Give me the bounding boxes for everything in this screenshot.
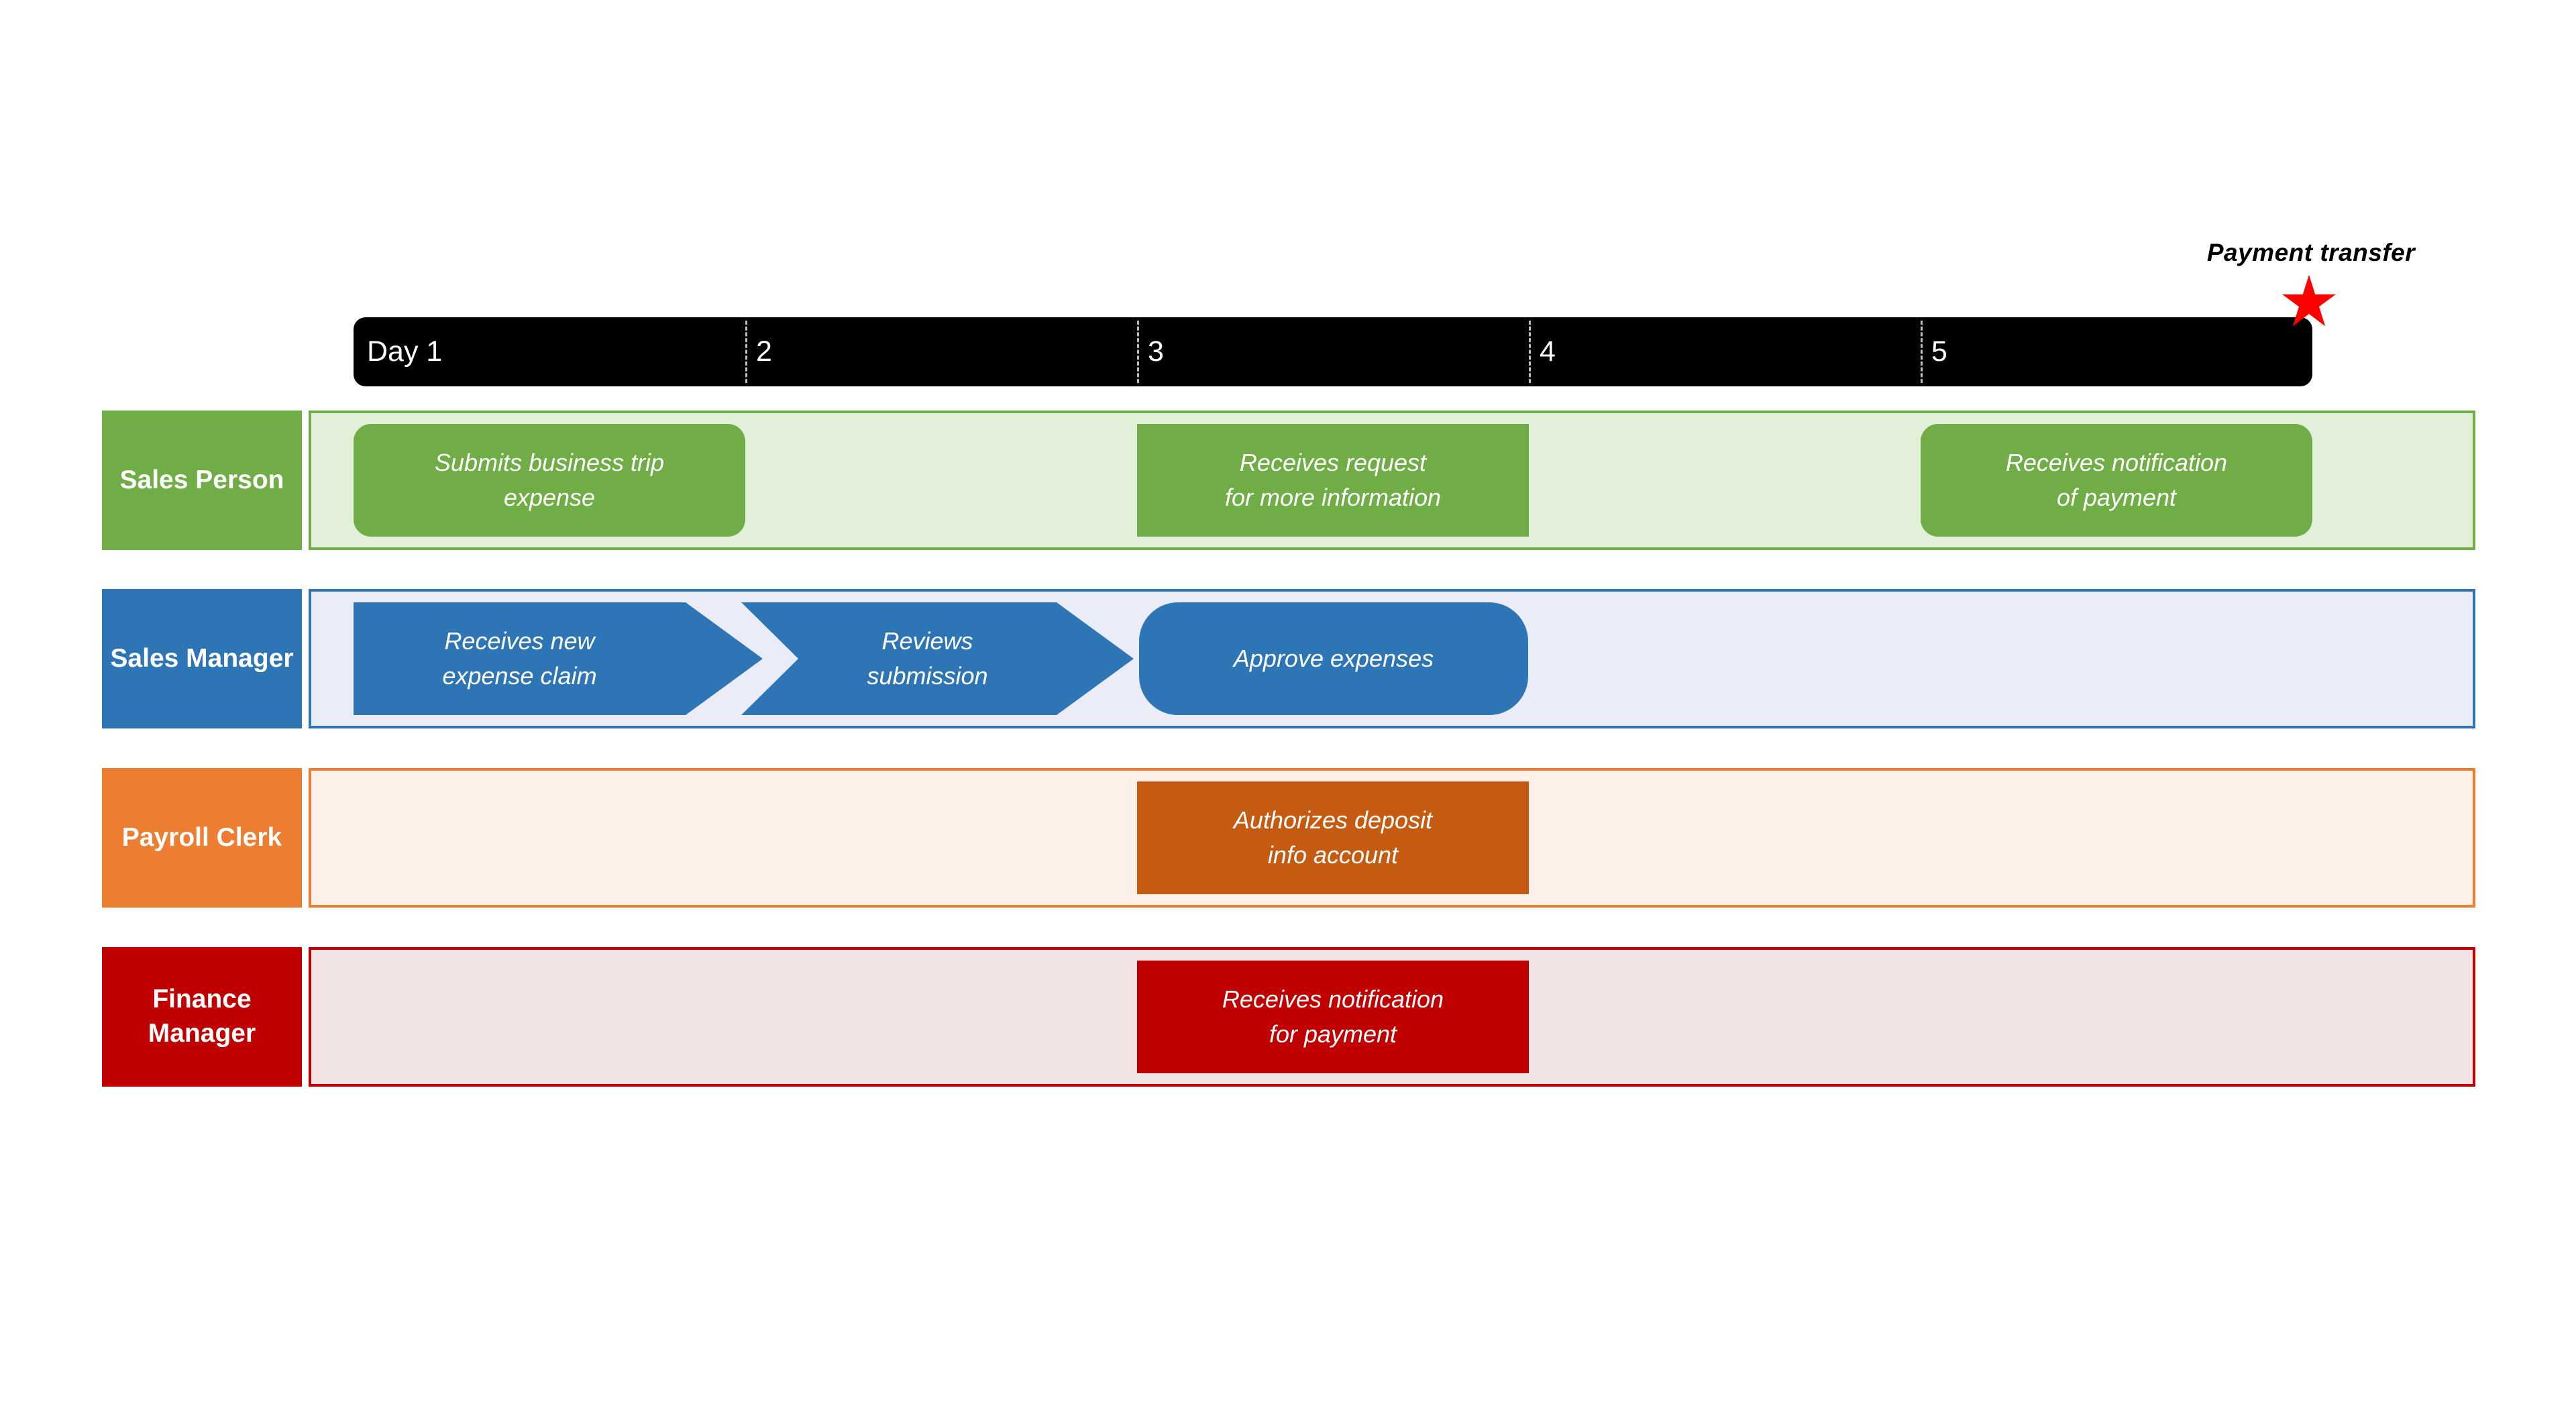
task-submits-business-trip-expense: Submits business trip expense bbox=[354, 424, 745, 537]
task-receives-new-expense-claim: Receives new expense claim bbox=[354, 602, 763, 715]
day-tick bbox=[1921, 321, 1923, 383]
swimlane-sales-manager: Sales Manager Receives new expense claim R… bbox=[102, 589, 2475, 728]
task-text: Reviews submission bbox=[867, 627, 988, 690]
task-text: Receives notification of payment bbox=[2005, 448, 2228, 511]
task-approve-expenses: Approve expenses bbox=[1139, 602, 1528, 715]
task-text: Authorizes deposit info account bbox=[1233, 806, 1433, 869]
payment-transfer-label: Payment transfer bbox=[2206, 239, 2416, 266]
lane-label-sales-person: Sales Person bbox=[102, 411, 302, 550]
task-receives-notification-for-payment: Receives notification for payment bbox=[1137, 961, 1529, 1073]
lane-label-finance-manager: Finance Manager bbox=[102, 947, 302, 1087]
day-1-label: Day 1 bbox=[367, 335, 443, 368]
day-tick-label: 4 bbox=[1540, 335, 1556, 368]
day-tick bbox=[1529, 321, 1531, 383]
task-text: Approve expenses bbox=[1233, 644, 1434, 672]
task-receives-notification-of-payment: Receives notification of payment bbox=[1921, 424, 2312, 537]
payment-transfer-star-icon bbox=[2282, 274, 2336, 327]
lane-label-payroll-clerk: Payroll Clerk bbox=[102, 768, 302, 908]
day-tick-label: 2 bbox=[756, 335, 772, 368]
task-text: Receives request for more information bbox=[1224, 448, 1442, 511]
swimlane-sales-person: Sales Person Submits business trip expens… bbox=[102, 411, 2475, 550]
task-text: Submits business trip expense bbox=[434, 448, 665, 511]
task-authorizes-deposit-info-account: Authorizes deposit info account bbox=[1137, 781, 1529, 894]
task-text: Receives notification for payment bbox=[1222, 985, 1444, 1048]
task-reviews-submission: Reviews submission bbox=[741, 602, 1134, 715]
swimlane-payroll-clerk: Payroll Clerk Authorizes deposit info acc… bbox=[102, 768, 2475, 908]
day-tick-label: 5 bbox=[1931, 335, 1947, 368]
day-tick bbox=[1137, 321, 1139, 383]
day-tick-label: 3 bbox=[1148, 335, 1164, 368]
lane-label-sales-manager: Sales Manager bbox=[102, 589, 302, 728]
task-text: Receives new expense claim bbox=[442, 627, 597, 690]
task-receives-request-for-more-information: Receives request for more information bbox=[1137, 424, 1529, 537]
day-tick bbox=[745, 321, 747, 383]
swimlane-finance-manager: Finance Manager Receives notification for… bbox=[102, 947, 2475, 1087]
timeline-bar: Day 1 2 3 4 5 bbox=[354, 317, 2312, 386]
